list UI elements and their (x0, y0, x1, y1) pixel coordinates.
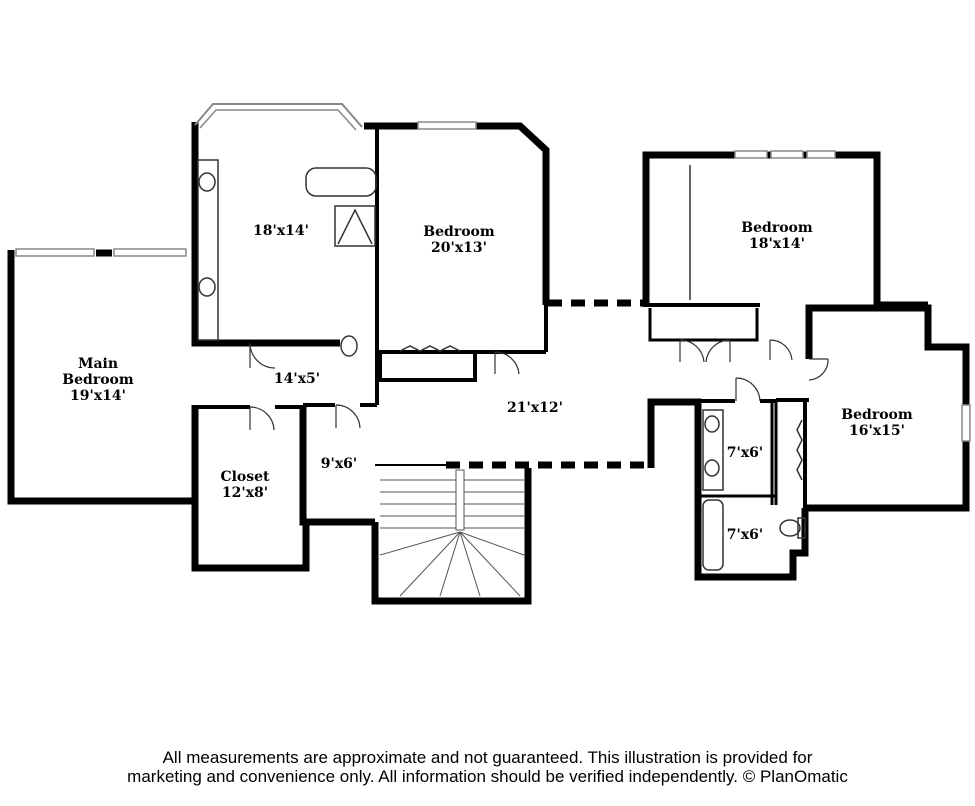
stair-winder (459, 531, 521, 597)
label-hall-main-size: 21'x12' (507, 400, 563, 416)
sink-bath-upper-2-icon (704, 459, 720, 477)
stair-winder (459, 531, 525, 556)
label-bath-upper-size: 7'x6' (727, 445, 763, 461)
window-bedroom-right (961, 404, 971, 442)
sink-2-icon (198, 277, 216, 297)
walls (7, 103, 970, 605)
wall-bay-window (194, 103, 363, 128)
vanity-strip (197, 159, 219, 341)
doors (249, 339, 829, 431)
wall-bedroom-right (805, 304, 970, 512)
label-closet-size: 12'x8' (222, 485, 268, 501)
window-bedroom-tr-3 (806, 150, 836, 159)
wall-stairwell (371, 468, 532, 605)
sink-bath-upper-rect (702, 409, 724, 491)
fixtures (197, 159, 806, 571)
shower-drain-icon (337, 208, 373, 245)
window-main-bedroom-1 (15, 248, 95, 257)
label-bedroom-right-size: 16'x15' (849, 423, 905, 439)
label-bedroom-center-name: Bedroom (423, 224, 495, 240)
label-closet-name: Closet (220, 469, 270, 485)
stairs (379, 469, 525, 597)
door-landing-icon (335, 404, 361, 429)
wall-bedroom-center (364, 122, 550, 305)
closet-fold-right (796, 419, 803, 481)
sink-1-icon (198, 172, 216, 192)
label-main-bedroom-size: 19'x14' (70, 388, 126, 404)
label-main-bedroom-line2: Bedroom (62, 372, 134, 388)
toilet-lower-icon (779, 519, 801, 537)
window-bedroom-tr-2 (770, 150, 804, 159)
label-main-bedroom-line1: Main (78, 356, 118, 372)
wall-closets-tr (648, 308, 759, 342)
label-bedroom-tr-name: Bedroom (741, 220, 813, 236)
door-bath-main-icon (249, 342, 276, 369)
window-bedroom-center (417, 121, 477, 130)
wall-main-bedroom (7, 250, 195, 505)
bathtub-lower-icon (702, 499, 724, 571)
sink-bath-upper-1-icon (704, 415, 720, 433)
window-bedroom-tr-1 (734, 150, 768, 159)
room-labels: Main Bedroom 19'x14' 18'x14' Bedroom 20'… (62, 220, 913, 543)
wall-baths-right (647, 398, 809, 581)
door-closet-tr-right-icon (705, 339, 731, 363)
windows (15, 109, 971, 442)
wall-closet (191, 405, 310, 572)
stair-landing-box (455, 469, 465, 531)
label-hall-small-size: 14'x5' (274, 371, 320, 387)
disclaimer-line-1: All measurements are approximate and not… (162, 748, 813, 767)
shower-icon (334, 205, 376, 247)
stair-winder (399, 531, 461, 597)
label-bedroom-right-name: Bedroom (841, 407, 913, 423)
bathtub-icon (305, 167, 377, 197)
stair-winder (439, 531, 461, 597)
toilet-main-icon (340, 335, 358, 357)
door-bedroom-right-icon (808, 358, 829, 381)
stair-winder (459, 531, 481, 597)
door-bedroom-tr-icon (769, 339, 793, 361)
closet-fold-center (399, 345, 461, 352)
label-bath-lower-size: 7'x6' (727, 527, 763, 543)
door-closet-icon (249, 406, 275, 431)
label-bedroom-center-size: 20'x13' (431, 240, 487, 256)
label-bedroom-tr-size: 18'x14' (749, 236, 805, 252)
disclaimer-line-2: marketing and convenience only. All info… (127, 767, 848, 786)
window-main-bedroom-2 (113, 248, 187, 257)
door-bath-upper-icon (735, 377, 761, 402)
stair-winder (379, 531, 461, 556)
window-bay-inner (199, 109, 357, 131)
label-bath-main-size: 18'x14' (253, 223, 309, 239)
label-landing-size: 9'x6' (321, 456, 357, 472)
toilet-lower-tank (797, 517, 806, 539)
door-bedroom-center-icon (494, 351, 520, 375)
wall-linen-closet (378, 352, 477, 382)
door-closet-tr-left-icon (679, 339, 705, 363)
